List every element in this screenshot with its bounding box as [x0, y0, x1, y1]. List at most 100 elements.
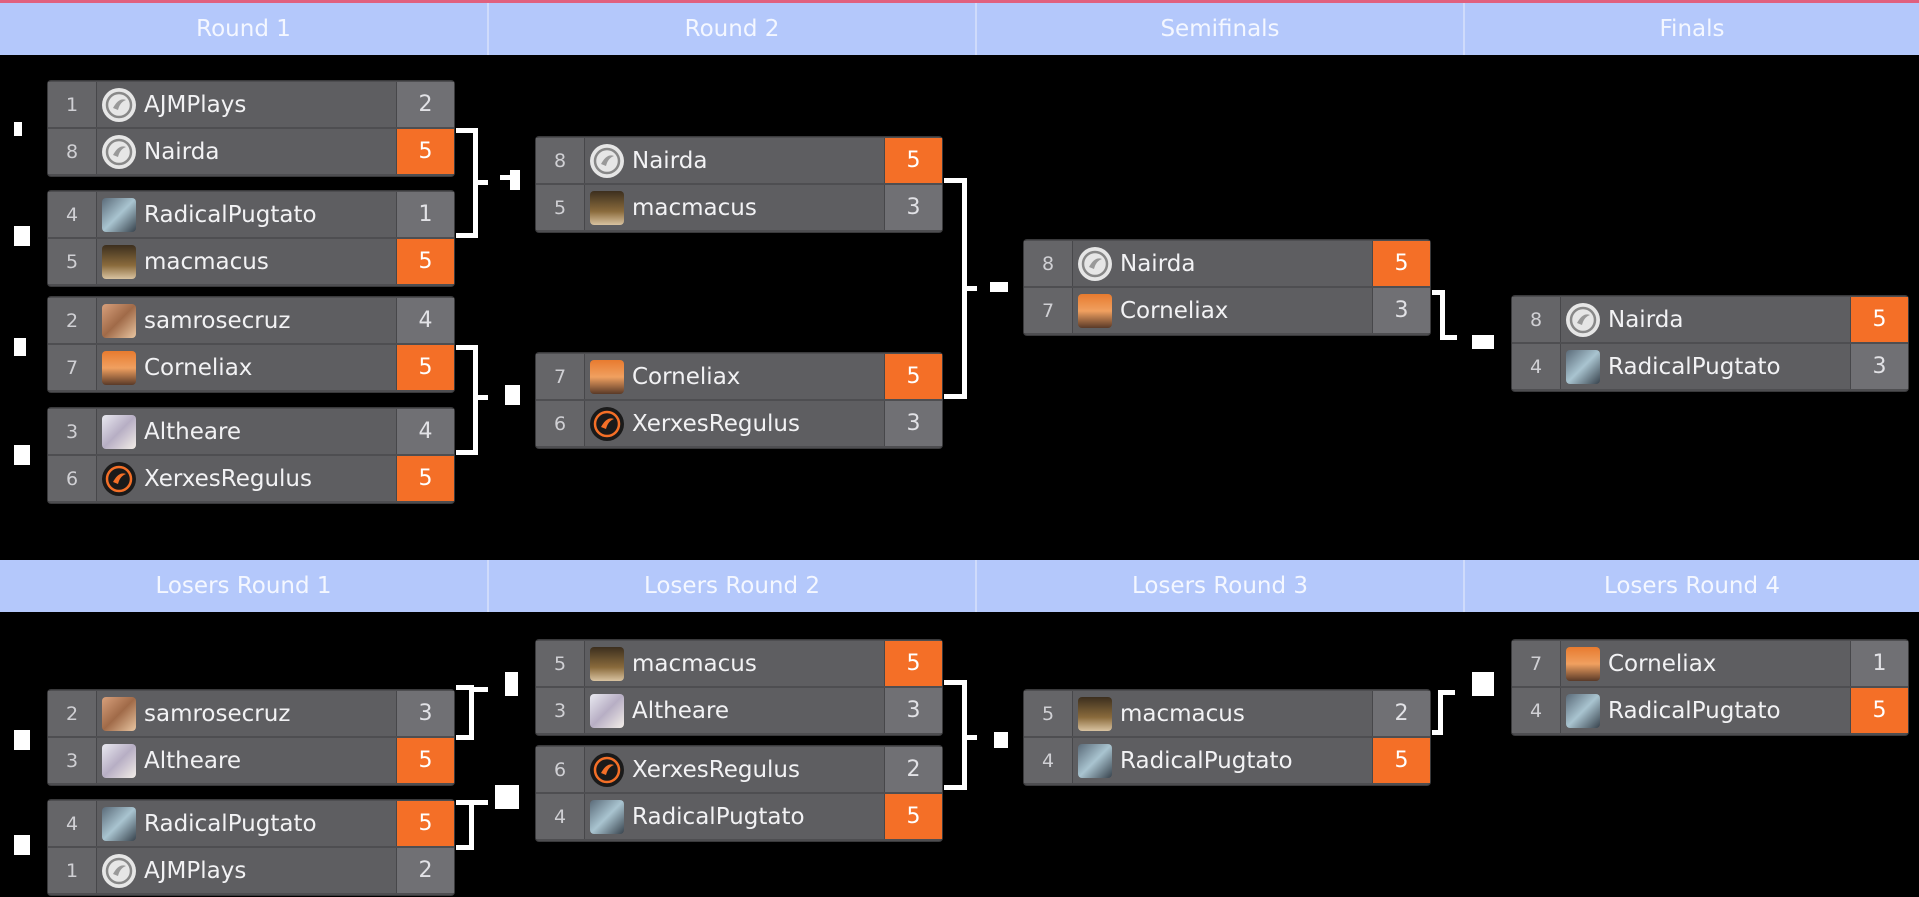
losing-score: 3	[884, 185, 942, 230]
winning-score: 5	[884, 641, 942, 686]
player-name: macmacus	[632, 650, 757, 677]
player-cell[interactable]: XerxesRegulus	[96, 456, 396, 501]
bracket-connector	[14, 835, 30, 855]
seed-number: 8	[536, 138, 584, 183]
player-cell[interactable]: macmacus	[96, 239, 396, 284]
player-cell[interactable]: XerxesRegulus	[584, 401, 884, 446]
player-cell[interactable]: Corneliax	[584, 354, 884, 399]
player-cell[interactable]: samrosecruz	[96, 691, 396, 736]
player-cell[interactable]: Nairda	[1072, 241, 1372, 286]
player-avatar	[102, 350, 136, 385]
bracket-connector	[505, 385, 520, 405]
player-cell[interactable]: RadicalPugtato	[1560, 688, 1850, 733]
player-name: Corneliax	[1608, 650, 1717, 677]
player-avatar	[1078, 696, 1112, 731]
player-cell[interactable]: AJMPlays	[96, 848, 396, 893]
player-cell[interactable]: RadicalPugtato	[96, 801, 396, 846]
player-cell[interactable]: RadicalPugtato	[1560, 344, 1850, 389]
player-cell[interactable]: Nairda	[1560, 297, 1850, 342]
winning-score: 5	[1850, 297, 1908, 342]
player-cell[interactable]: macmacus	[584, 641, 884, 686]
player-cell[interactable]: samrosecruz	[96, 298, 396, 343]
seed-number: 3	[48, 409, 96, 454]
player-cell[interactable]: Corneliax	[1560, 641, 1850, 686]
player-cell[interactable]: Altheare	[96, 409, 396, 454]
player-name: Corneliax	[144, 354, 253, 381]
player-name: XerxesRegulus	[144, 465, 312, 492]
player-cell[interactable]: RadicalPugtato	[1072, 738, 1372, 783]
player-name: macmacus	[1120, 700, 1245, 727]
player-cell[interactable]: XerxesRegulus	[584, 747, 884, 792]
bracket-connector	[495, 785, 519, 809]
bracket-connector	[14, 226, 30, 246]
losing-score: 2	[884, 747, 942, 792]
player-name: XerxesRegulus	[632, 410, 800, 437]
seed-number: 4	[48, 192, 96, 237]
seed-number: 2	[48, 691, 96, 736]
player-cell[interactable]: RadicalPugtato	[584, 794, 884, 839]
player-cell[interactable]: AJMPlays	[96, 82, 396, 127]
player-cell[interactable]: Altheare	[96, 738, 396, 783]
player-cell[interactable]: Nairda	[96, 129, 396, 174]
player-avatar	[102, 197, 136, 232]
losing-score: 3	[884, 688, 942, 733]
player-avatar	[102, 244, 136, 279]
player-cell[interactable]: Altheare	[584, 688, 884, 733]
player-cell[interactable]: macmacus	[584, 185, 884, 230]
winning-score: 5	[396, 345, 454, 390]
bracket-connector	[1443, 690, 1455, 695]
losing-score: 3	[396, 691, 454, 736]
player-cell[interactable]: macmacus	[1072, 691, 1372, 736]
player-cell[interactable]: RadicalPugtato	[96, 192, 396, 237]
losing-score: 3	[1372, 288, 1430, 333]
seed-number: 1	[48, 82, 96, 127]
player-cell[interactable]: Nairda	[584, 138, 884, 183]
player-avatar	[1566, 693, 1600, 728]
player-cell[interactable]: Corneliax	[96, 345, 396, 390]
player-cell[interactable]: Corneliax	[1072, 288, 1372, 333]
player-name: RadicalPugtato	[144, 201, 317, 228]
